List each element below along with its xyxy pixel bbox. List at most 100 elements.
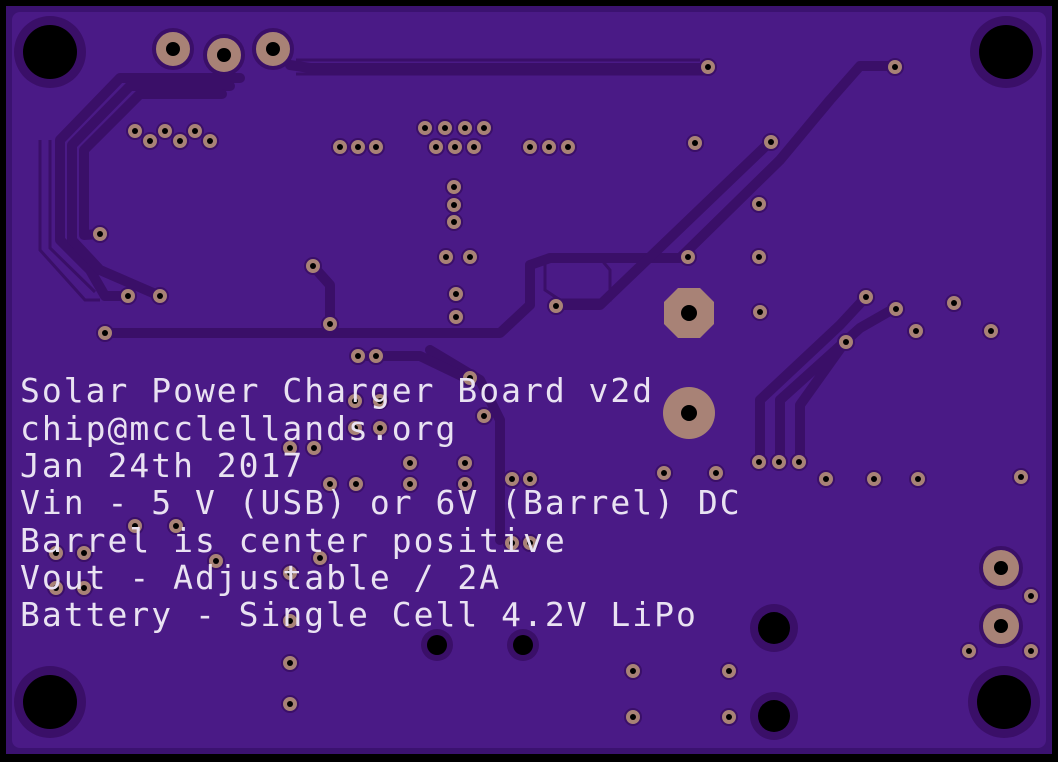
via-hole — [422, 125, 428, 131]
via-hole — [81, 585, 87, 591]
via-hole — [177, 138, 183, 144]
via-hole — [287, 701, 293, 707]
via-hole — [1018, 474, 1024, 480]
silk-barrel: Barrel is center positive — [20, 521, 567, 560]
via-hole — [768, 139, 774, 145]
via-hole — [132, 523, 138, 529]
via-hole — [355, 353, 361, 359]
via-hole — [1028, 648, 1034, 654]
via-hole — [756, 201, 762, 207]
via-hole — [685, 254, 691, 260]
via-hole — [756, 254, 762, 260]
via-hole — [756, 459, 762, 465]
via-hole — [509, 476, 515, 482]
via-hole — [471, 144, 477, 150]
via-hole — [192, 128, 198, 134]
silk-email: chip@mcclellands.org — [20, 409, 457, 448]
silkscreen-text: Solar Power Charger Board v2d chip@mccle… — [20, 371, 742, 634]
via-hole — [287, 660, 293, 666]
via-hole — [102, 330, 108, 336]
via-hole — [692, 140, 698, 146]
via-hole — [53, 550, 59, 556]
via-hole — [157, 293, 163, 299]
via-hole — [287, 570, 293, 576]
via-hole — [757, 309, 763, 315]
via-hole — [863, 294, 869, 300]
via-hole — [53, 585, 59, 591]
via-hole — [407, 460, 413, 466]
via-hole — [481, 125, 487, 131]
via-hole — [565, 144, 571, 150]
via-hole — [162, 128, 168, 134]
via-hole — [373, 353, 379, 359]
via-hole — [467, 254, 473, 260]
silk-vin: Vin - 5 V (USB) or 6V (Barrel) DC — [20, 483, 742, 522]
via-hole — [453, 314, 459, 320]
via-hole — [893, 306, 899, 312]
via-hole — [796, 459, 802, 465]
via-hole — [705, 64, 711, 70]
via-hole — [966, 648, 972, 654]
via-hole — [913, 328, 919, 334]
via-hole — [327, 321, 333, 327]
via-hole — [546, 144, 552, 150]
silk-vout: Vout - Adjustable / 2A — [20, 558, 501, 597]
via-hole — [451, 202, 457, 208]
via-hole — [776, 459, 782, 465]
via-hole — [355, 144, 361, 150]
via-hole — [462, 481, 468, 487]
via-hole — [630, 714, 636, 720]
via-hole — [481, 413, 487, 419]
vias — [47, 58, 1040, 726]
via-hole — [726, 714, 732, 720]
via-hole — [352, 398, 358, 404]
copper-plane — [12, 12, 1046, 748]
via-hole — [843, 339, 849, 345]
silk-title: Solar Power Charger Board v2d — [20, 371, 654, 410]
silk-date: Jan 24th 2017 — [20, 446, 304, 485]
via-hole — [337, 144, 343, 150]
via-hole — [713, 470, 719, 476]
via-hole — [433, 144, 439, 150]
via-hole — [443, 254, 449, 260]
via-hole — [1028, 593, 1034, 599]
via-hole — [81, 550, 87, 556]
via-hole — [352, 425, 358, 431]
via-hole — [462, 460, 468, 466]
via-hole — [630, 668, 636, 674]
via-hole — [213, 558, 219, 564]
via-hole — [871, 476, 877, 482]
via-hole — [125, 293, 131, 299]
via-hole — [373, 144, 379, 150]
via-hole — [407, 481, 413, 487]
via-hole — [892, 64, 898, 70]
via-hole — [453, 291, 459, 297]
via-hole — [951, 300, 957, 306]
via-hole — [287, 618, 293, 624]
via-hole — [173, 523, 179, 529]
via-hole — [527, 540, 533, 546]
via-hole — [97, 231, 103, 237]
via-hole — [451, 219, 457, 225]
via-hole — [377, 398, 383, 404]
via-hole — [462, 125, 468, 131]
via-hole — [147, 138, 153, 144]
via-hole — [467, 375, 473, 381]
mounting-holes — [14, 16, 1042, 740]
via-hole — [442, 125, 448, 131]
via-hole — [452, 144, 458, 150]
via-hole — [327, 481, 333, 487]
via-hole — [527, 144, 533, 150]
large-pads — [152, 28, 1023, 648]
via-hole — [988, 328, 994, 334]
via-hole — [353, 481, 359, 487]
via-hole — [377, 425, 383, 431]
via-hole — [661, 470, 667, 476]
via-hole — [310, 263, 316, 269]
via-hole — [287, 445, 293, 451]
via-hole — [553, 303, 559, 309]
via-hole — [509, 540, 515, 546]
silk-battery: Battery - Single Cell 4.2V LiPo — [20, 595, 698, 634]
via-hole — [207, 138, 213, 144]
